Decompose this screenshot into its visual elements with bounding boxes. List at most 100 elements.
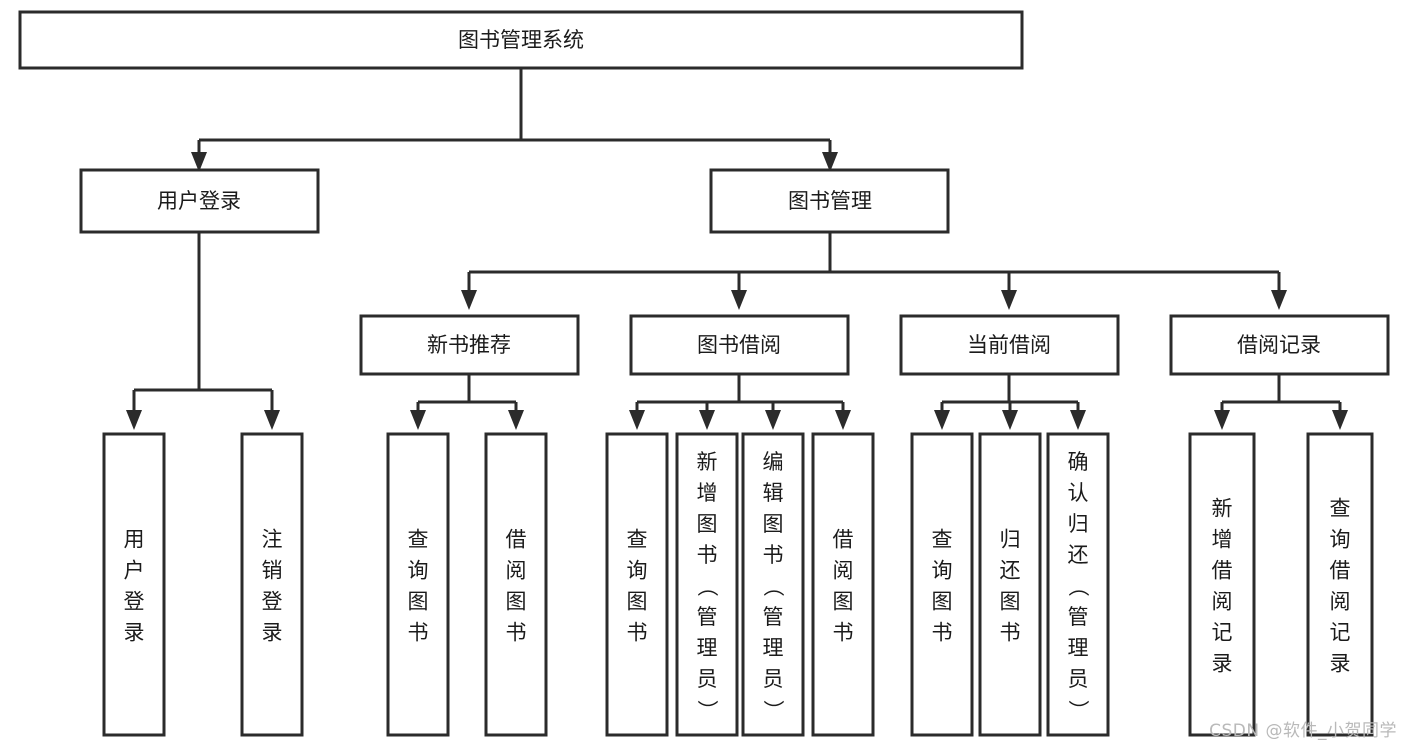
leaf-return-book-box[interactable]: [978, 432, 1042, 737]
svg-text:书: 书: [763, 543, 784, 567]
svg-text:理: 理: [763, 636, 784, 660]
arrowhead-to-leaf-user-login: [126, 410, 142, 430]
leaf-logout-box[interactable]: [240, 432, 304, 737]
borrow-record-label: 借阅记录: [1237, 333, 1321, 357]
node-current-borrow[interactable]: 当前借阅: [899, 314, 1120, 376]
svg-text:管: 管: [763, 605, 784, 629]
leaf-return-book[interactable]: [978, 432, 1042, 737]
svg-text:）: ）: [1066, 700, 1090, 721]
leaf-add-book[interactable]: [675, 432, 739, 737]
leaf-borrow-book-2[interactable]: [811, 432, 875, 737]
svg-text:书: 书: [1000, 621, 1021, 645]
svg-text:理: 理: [1068, 636, 1089, 660]
node-user-login[interactable]: 用户登录: [79, 168, 320, 234]
svg-text:员: 员: [1068, 667, 1089, 691]
svg-text:询: 询: [408, 559, 429, 583]
node-new-book-rec[interactable]: 新书推荐: [359, 314, 580, 376]
edge-bookmanage-trunk: [467, 232, 1281, 290]
edge-borrowrecord-trunk: [1220, 374, 1342, 412]
svg-text:（: （: [1066, 576, 1090, 597]
leaf-query-book-1[interactable]: [386, 432, 450, 737]
svg-text:询: 询: [932, 559, 953, 583]
leaf-add-book-box[interactable]: [675, 432, 739, 737]
arrowhead-to-current-borrow: [1001, 290, 1017, 310]
leaf-confirm-return[interactable]: [1046, 432, 1110, 737]
leaf-confirm-return-box[interactable]: [1046, 432, 1110, 737]
leaf-logout[interactable]: [240, 432, 304, 737]
user-login-label: 用户登录: [157, 189, 241, 213]
svg-text:图: 图: [1000, 590, 1021, 614]
leaf-query-record-box[interactable]: [1306, 432, 1374, 737]
svg-text:书: 书: [408, 621, 429, 645]
svg-text:增: 增: [697, 481, 718, 505]
leaf-query-book-3-box[interactable]: [910, 432, 974, 737]
svg-text:认: 认: [1068, 481, 1089, 505]
root-box[interactable]: [18, 10, 1024, 70]
leaf-borrow-book-1-box[interactable]: [484, 432, 548, 737]
svg-text:阅: 阅: [1330, 590, 1351, 614]
leaf-add-record-box[interactable]: [1188, 432, 1256, 737]
borrow-record-box[interactable]: [1169, 314, 1390, 376]
svg-text:新: 新: [697, 450, 718, 474]
user-login-box[interactable]: [79, 168, 320, 234]
node-root[interactable]: 图书管理系统: [18, 10, 1024, 70]
arrowhead-to-leaf-add-record: [1214, 410, 1230, 430]
svg-text:录: 录: [262, 621, 283, 645]
node-borrow-record[interactable]: 借阅记录: [1169, 314, 1390, 376]
arrowhead-to-leaf-logout: [264, 410, 280, 430]
leaf-query-book-3[interactable]: [910, 432, 974, 737]
leaf-query-record[interactable]: [1306, 432, 1374, 737]
svg-text:户: 户: [124, 559, 145, 583]
leaf-edit-book-box[interactable]: [741, 432, 805, 737]
svg-text:）: ）: [695, 700, 719, 721]
arrowhead-to-leaf-confirm-return: [1070, 410, 1086, 430]
new-book-rec-box[interactable]: [359, 314, 580, 376]
svg-text:查: 查: [932, 528, 953, 552]
book-borrow-label: 图书借阅: [697, 333, 781, 357]
svg-text:询: 询: [1330, 528, 1351, 552]
svg-text:图: 图: [627, 590, 648, 614]
svg-text:书: 书: [627, 621, 648, 645]
leaf-add-record[interactable]: [1188, 432, 1256, 737]
arrowhead-to-leaf-query-record: [1332, 410, 1348, 430]
leaf-borrow-book-1[interactable]: [484, 432, 548, 737]
leaf-user-login[interactable]: [102, 432, 166, 737]
leaf-query-book-2-box[interactable]: [605, 432, 669, 737]
leaf-borrow-book-2-box[interactable]: [811, 432, 875, 737]
leaf-edit-book[interactable]: [741, 432, 805, 737]
book-borrow-box[interactable]: [629, 314, 850, 376]
svg-text:登: 登: [262, 590, 283, 614]
svg-text:录: 录: [1212, 652, 1233, 676]
arrowhead-to-user-login: [191, 152, 207, 172]
arrowhead-to-book-borrow: [731, 290, 747, 310]
current-borrow-label: 当前借阅: [967, 333, 1051, 357]
svg-text:录: 录: [124, 621, 145, 645]
svg-text:图: 图: [506, 590, 527, 614]
leaf-user-login-box[interactable]: [102, 432, 166, 737]
svg-text:（: （: [761, 576, 785, 597]
node-book-manage[interactable]: 图书管理: [709, 168, 950, 234]
svg-text:归: 归: [1068, 512, 1089, 536]
book-manage-box[interactable]: [709, 168, 950, 234]
edge-currentborrow-trunk: [940, 374, 1080, 412]
book-manage-label: 图书管理: [788, 189, 872, 213]
svg-text:书: 书: [932, 621, 953, 645]
current-borrow-box[interactable]: [899, 314, 1120, 376]
svg-text:管: 管: [1068, 605, 1089, 629]
leaf-query-book-1-box[interactable]: [386, 432, 450, 737]
edge-newbook-trunk: [416, 374, 518, 412]
node-book-borrow[interactable]: 图书借阅: [629, 314, 850, 376]
svg-text:辑: 辑: [763, 481, 784, 505]
svg-text:新: 新: [1212, 497, 1233, 521]
leaf-user-login-label: 用户登录: [124, 528, 145, 645]
svg-text:阅: 阅: [833, 559, 854, 583]
leaf-query-book-2[interactable]: [605, 432, 669, 737]
